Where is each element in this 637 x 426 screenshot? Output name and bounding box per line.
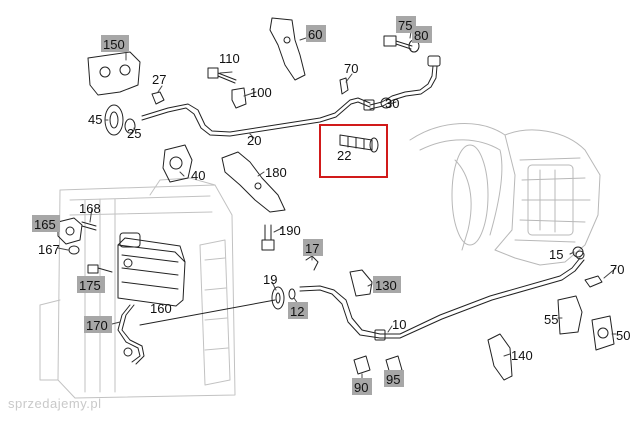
part-label-45: 45 (88, 112, 102, 127)
leader-lines (57, 25, 617, 381)
bracket-130-drawing (349, 269, 373, 297)
upper-oil-line-20 (141, 55, 441, 137)
mount-40-drawing (162, 144, 193, 183)
part-label-17: 17 (305, 241, 319, 256)
part-label-90: 90 (354, 380, 368, 395)
washer-12-drawing (288, 288, 296, 300)
bolt-75-drawing (383, 35, 413, 50)
part-label-bg-165 (32, 215, 60, 232)
seal-167-drawing (68, 245, 80, 255)
pulley-45-drawing (104, 104, 136, 136)
clip-27-drawing (151, 91, 165, 105)
part-label-10: 10 (392, 317, 406, 332)
bracket-60-drawing (269, 17, 306, 81)
part-label-bg-150 (101, 35, 129, 52)
bolt-175-drawing (87, 264, 113, 274)
part-label-19: 19 (263, 272, 277, 287)
part-label-15: 15 (549, 247, 563, 262)
part-label-70: 70 (610, 262, 624, 277)
clip-100-drawing (231, 87, 247, 109)
part-label-20: 20 (247, 133, 261, 148)
part-label-bg-175 (77, 276, 105, 293)
bracket-180-drawing (221, 151, 286, 213)
oil-cooler-160-drawing (117, 232, 186, 307)
cooler-line-170 (117, 299, 276, 365)
part-label-bg-80 (412, 26, 432, 43)
bolt-168-drawing (81, 221, 97, 231)
part-label-bg-170 (84, 316, 112, 333)
bracket-55-drawing (557, 295, 583, 335)
lower-oil-line-10 (299, 250, 585, 341)
part-label-80: 80 (414, 28, 428, 43)
part-label-bg-130 (373, 276, 401, 293)
bolt-70-right-drawing (584, 275, 603, 288)
transmission-housing-drawing (409, 123, 601, 266)
part-label-175: 175 (79, 278, 101, 293)
part-label-140: 140 (511, 348, 533, 363)
bolt-110-drawing (207, 67, 237, 84)
part-label-95: 95 (386, 372, 400, 387)
washer-30-drawing (380, 97, 392, 109)
part-label-bg-75 (396, 16, 416, 33)
part-label-110: 110 (219, 51, 240, 66)
bolt-190-drawing (261, 224, 275, 251)
fitting-165-drawing (57, 217, 83, 245)
bracket-150-drawing (87, 51, 141, 96)
part-label-12: 12 (290, 304, 304, 319)
union-19-drawing (271, 286, 285, 310)
radiator-module-drawing (39, 177, 236, 399)
bracket-140-drawing (487, 333, 513, 381)
part-label-30: 30 (385, 96, 399, 111)
part-label-bg-95 (384, 370, 404, 387)
highlight-box (319, 124, 388, 178)
part-label-25: 25 (127, 126, 141, 141)
part-label-bg-90 (352, 378, 372, 395)
part-label-75: 75 (398, 18, 412, 33)
part-label-bg-60 (306, 25, 326, 42)
part-label-27: 27 (152, 72, 166, 87)
part-label-22: 22 (337, 148, 351, 163)
part-label-40: 40 (191, 168, 205, 183)
clip-17-drawing (305, 255, 319, 271)
part-label-190: 190 (279, 223, 301, 238)
part-label-60: 60 (308, 27, 322, 42)
part-label-167: 167 (38, 242, 60, 257)
part-label-55: 55 (544, 312, 558, 327)
bolt-70-top-drawing (339, 77, 349, 95)
watermark: sprzedajemy.pl (8, 396, 102, 411)
part-label-150: 150 (103, 37, 125, 52)
part-label-130: 130 (375, 278, 397, 293)
mount-50-drawing (591, 315, 615, 351)
part-label-bg-17 (303, 239, 323, 256)
part-label-bg-12 (288, 302, 308, 319)
part-label-180: 180 (265, 165, 287, 180)
part-label-160: 160 (150, 301, 172, 316)
part-label-168: 168 (79, 201, 101, 216)
part-label-50: 50 (616, 328, 630, 343)
part-label-70: 70 (344, 61, 358, 76)
part-label-100: 100 (250, 85, 272, 100)
pin-22-drawing (339, 134, 379, 153)
clip-90-drawing (353, 355, 371, 375)
part-label-165: 165 (34, 217, 56, 232)
part-label-170: 170 (86, 318, 108, 333)
